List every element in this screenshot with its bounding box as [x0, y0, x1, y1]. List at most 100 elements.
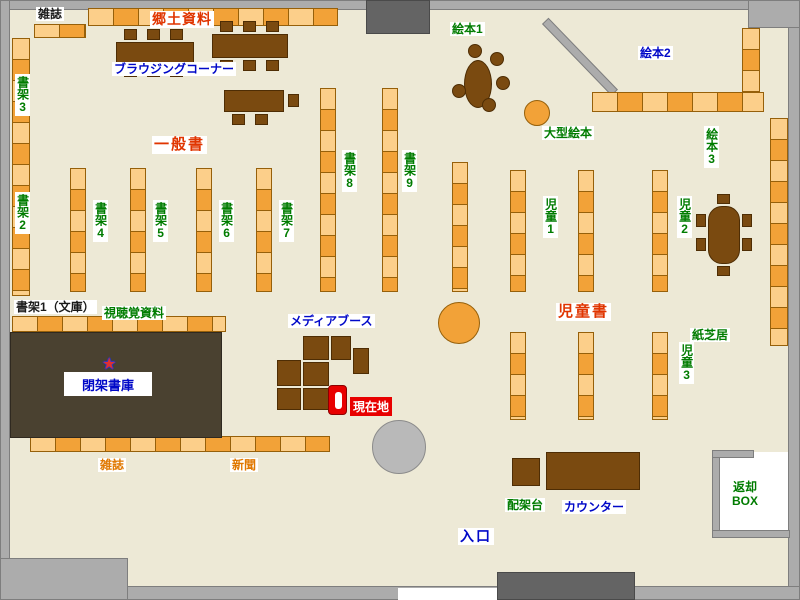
label-general-books: 一般書	[152, 136, 208, 154]
wall-bottom-left-block	[0, 558, 128, 600]
chair	[468, 44, 482, 58]
shelf-children-low-a	[510, 332, 526, 420]
star-icon: ★	[102, 356, 117, 373]
label-shelf9: 書架9	[402, 150, 417, 192]
shelf-magazine-top	[34, 24, 86, 38]
chair	[717, 194, 730, 204]
return-box-wall-bottom	[712, 530, 790, 538]
shelf-children3	[652, 332, 668, 420]
shelf-children1-b	[578, 170, 594, 292]
entrance-opening	[398, 588, 518, 600]
chair	[482, 98, 496, 112]
chair	[220, 21, 233, 32]
shelf-top-right	[742, 28, 760, 92]
label-audio-visual: 視聴覚資料	[102, 306, 167, 321]
label-picture-book2: 絵本2	[638, 46, 673, 61]
label-picture-book1: 絵本1	[450, 22, 485, 37]
wall-left	[0, 0, 10, 600]
label-shelf1-bunko: 書架1（文庫）	[14, 300, 97, 315]
label-magazine-top: 雑誌	[36, 7, 65, 22]
shelf-children-low-b	[578, 332, 594, 420]
browsing-table	[224, 90, 284, 112]
current-location-marker	[328, 385, 347, 415]
shelf-magazine-newspaper	[30, 436, 330, 452]
chair	[742, 214, 752, 227]
shelf-7	[256, 168, 272, 292]
label-current-location: 現在地	[350, 397, 393, 416]
label-return-box: 返却 BOX	[730, 480, 761, 509]
chair	[124, 29, 137, 40]
label-kamishibai: 紙芝居	[690, 328, 731, 343]
chair	[742, 238, 752, 251]
shelf-5	[130, 168, 146, 292]
label-sorting-table: 配架台	[505, 498, 546, 513]
label-counter: カウンター	[562, 500, 627, 515]
chair	[232, 114, 245, 125]
label-shelf6: 書架6	[219, 200, 234, 242]
shelf-center	[452, 162, 468, 292]
chair	[452, 84, 466, 98]
shelf-6	[196, 168, 212, 292]
round-display-table	[438, 302, 480, 344]
chair	[170, 29, 183, 40]
label-children1: 児童1	[543, 196, 558, 238]
media-booth-seat	[303, 362, 329, 386]
browsing-table	[212, 34, 288, 58]
chair	[243, 21, 256, 32]
media-booth-seat	[277, 388, 301, 410]
label-entrance: 入口	[458, 528, 494, 545]
label-shelf5: 書架5	[153, 200, 168, 242]
label-large-picture-books: 大型絵本	[542, 126, 595, 141]
return-box-wall-left	[712, 450, 720, 538]
label-picture-book3: 絵本3	[704, 126, 719, 168]
sorting-table	[512, 458, 540, 486]
closed-stack-text: 閉架書庫	[81, 377, 134, 393]
chair	[717, 266, 730, 276]
chair	[255, 114, 268, 125]
return-box-wall-top	[712, 450, 754, 458]
shelf-right-wall	[770, 118, 788, 346]
chair	[288, 94, 299, 107]
chair	[696, 214, 706, 227]
label-shelf3: 書架3	[15, 74, 30, 116]
browsing-table	[116, 42, 194, 64]
label-closed-stack: 閉架書庫	[64, 372, 152, 396]
media-booth-seat	[303, 388, 329, 410]
shelf-children2	[652, 170, 668, 292]
label-media-booth: メディアブース	[288, 314, 375, 329]
chair	[266, 60, 279, 71]
wall-top-right-block	[748, 0, 800, 28]
shelf-4	[70, 168, 86, 292]
label-shelf2: 書架2	[15, 192, 30, 234]
label-shelf4: 書架4	[93, 200, 108, 242]
diagonal-wall	[542, 17, 618, 96]
label-magazine-bottom: 雑誌	[98, 458, 127, 473]
chair	[243, 60, 256, 71]
large-picture-book-rack	[524, 100, 550, 126]
media-booth-seat	[353, 348, 369, 374]
chair	[266, 21, 279, 32]
bottom-dark-block	[497, 572, 635, 600]
chair	[490, 52, 504, 66]
wall-right	[788, 0, 800, 600]
label-shelf7: 書架7	[279, 200, 294, 242]
label-browsing-corner: ブラウジングコーナー	[112, 62, 237, 77]
media-booth-seat	[277, 360, 301, 386]
label-local-materials: 郷土資料	[150, 11, 214, 28]
shelf-children1-a	[510, 170, 526, 292]
label-shelf8: 書架8	[342, 150, 357, 192]
label-newspaper: 新聞	[230, 458, 259, 473]
pillar-round	[372, 420, 426, 474]
counter-desk	[546, 452, 640, 490]
current-location-marker-inner	[335, 392, 342, 409]
media-booth-seat	[303, 336, 329, 360]
children-table	[708, 206, 740, 264]
pillar-top	[366, 0, 430, 34]
chair	[696, 238, 706, 251]
label-children3: 児童3	[679, 342, 694, 384]
label-children2: 児童2	[677, 196, 692, 238]
chair	[147, 29, 160, 40]
label-children-books: 児童書	[556, 303, 612, 321]
shelf-9	[382, 88, 398, 292]
